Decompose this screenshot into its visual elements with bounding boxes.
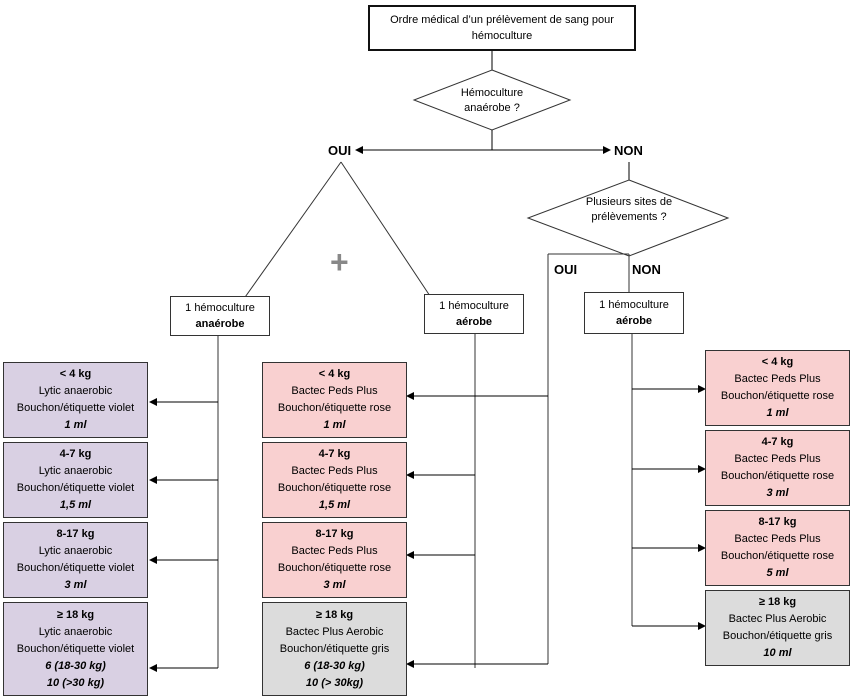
- aerobe2-box-8-17: 8-17 kg Bactec Peds Plus Bouchon/étiquet…: [705, 510, 850, 586]
- aerobe1-box-gte18: ≥ 18 kg Bactec Plus Aerobic Bouchon/étiq…: [262, 602, 407, 696]
- label-oui-1: OUI: [328, 143, 352, 158]
- anaerobe-box-4-7: 4-7 kg Lytic anaerobic Bouchon/étiquette…: [3, 442, 148, 518]
- anaerobe-box-8-17: 8-17 kg Lytic anaerobic Bouchon/étiquett…: [3, 522, 148, 598]
- aerobe2-box-4-7: 4-7 kg Bactec Peds Plus Bouchon/étiquett…: [705, 430, 850, 506]
- aerobe1-box-8-17: 8-17 kg Bactec Peds Plus Bouchon/étiquet…: [262, 522, 407, 598]
- title-line-2: hémoculture: [471, 30, 533, 42]
- label-non-1: NON: [614, 143, 643, 158]
- hemoculture-anaerobe-box: 1 hémoculture anaérobe: [170, 296, 270, 336]
- hemoculture-aerobe-box-1: 1 hémoculture aérobe: [424, 294, 524, 334]
- title-box: Ordre médical d’un prélèvement de sang p…: [368, 5, 636, 51]
- aerobe1-box-4-7: 4-7 kg Bactec Peds Plus Bouchon/étiquett…: [262, 442, 407, 518]
- aerobe2-box-lt4: < 4 kg Bactec Peds Plus Bouchon/étiquett…: [705, 350, 850, 426]
- plus-sign: +: [330, 244, 349, 280]
- label-non-2: NON: [632, 262, 661, 277]
- anaerobe-box-gte18: ≥ 18 kg Lytic anaerobic Bouchon/étiquett…: [3, 602, 148, 696]
- title-line-1: Ordre médical d’un prélèvement de sang p…: [390, 14, 614, 26]
- hemoculture-aerobe-box-2: 1 hémoculture aérobe: [584, 292, 684, 334]
- question-anaerobe: Hémoculture anaérobe ?: [460, 87, 524, 114]
- question-sites: Plusieurs sites de prélèvements ?: [585, 196, 673, 223]
- aerobe1-box-lt4: < 4 kg Bactec Peds Plus Bouchon/étiquett…: [262, 362, 407, 438]
- anaerobe-box-lt4: < 4 kg Lytic anaerobic Bouchon/étiquette…: [3, 362, 148, 438]
- label-oui-2: OUI: [554, 262, 578, 277]
- aerobe2-box-gte18: ≥ 18 kg Bactec Plus Aerobic Bouchon/étiq…: [705, 590, 850, 666]
